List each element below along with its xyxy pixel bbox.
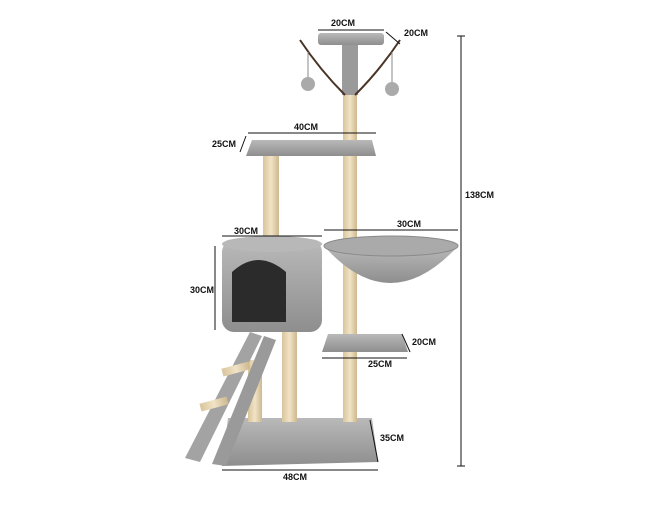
dim-small-platform-width: 25CM [368, 359, 392, 369]
dim-hammock-width: 30CM [397, 219, 421, 229]
pom-pom-right [385, 82, 399, 96]
ladder [185, 332, 276, 466]
pom-pom-left [301, 77, 315, 91]
dim-small-platform-depth: 20CM [412, 337, 436, 347]
upper-platform [246, 140, 376, 156]
top-perch [318, 33, 384, 45]
dim-top-perch-depth: 20CM [404, 28, 428, 38]
toy-wand-left [299, 39, 346, 96]
small-platform [322, 334, 408, 352]
base-platform [222, 418, 378, 466]
toy-wand-right [354, 39, 401, 96]
dim-base-width: 48CM [283, 472, 307, 482]
condo-opening [232, 260, 286, 322]
dim-upper-platform-width: 40CM [294, 122, 318, 132]
dim-base-depth: 35CM [380, 433, 404, 443]
hammock [324, 246, 458, 283]
top-perch-stem [342, 45, 358, 95]
dim-upper-platform-depth: 25CM [212, 139, 236, 149]
dim-total-height: 138CM [465, 190, 494, 200]
left-upper-post [263, 154, 279, 242]
dim-condo-width: 30CM [234, 226, 258, 236]
lower-post [282, 328, 297, 422]
dimension-lines [214, 29, 465, 471]
dim-top-perch-width: 20CM [331, 18, 355, 28]
dim-condo-height: 30CM [190, 285, 214, 295]
